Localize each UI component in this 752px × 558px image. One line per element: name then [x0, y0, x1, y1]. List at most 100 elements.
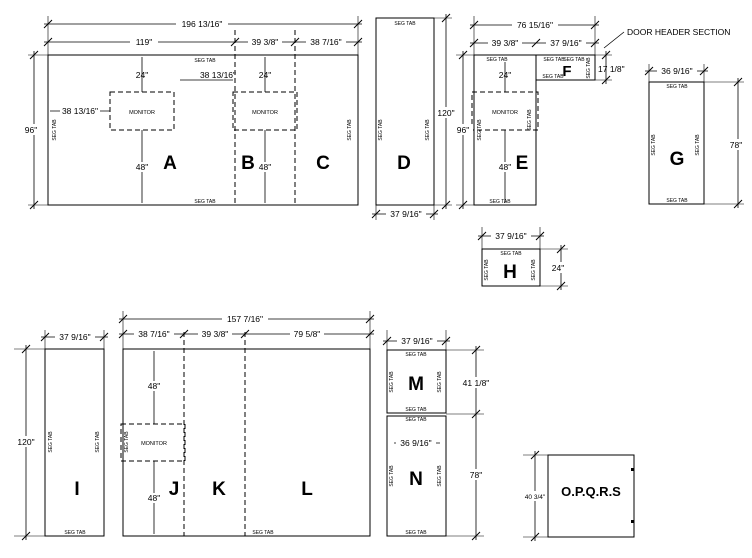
- panel-group-d: SEG TAB SEG TAB SEG TAB D 120" 37 9/16": [371, 13, 456, 220]
- seg-tab-f-top-right: SEG TAB: [563, 57, 585, 63]
- dim-bg: [256, 162, 274, 172]
- seg-tab-n-bottom: SEG TAB: [405, 530, 427, 536]
- panel-jkl-outline: [122, 348, 371, 537]
- tick: [458, 50, 468, 60]
- dim-l-width: 79 5/8": [294, 329, 321, 339]
- tick: [471, 409, 481, 419]
- dim-bg: [290, 329, 324, 339]
- seg-tab-m-top: SEG TAB: [405, 352, 427, 358]
- panel-label-f: F: [562, 63, 571, 80]
- panel-label-d: D: [397, 153, 411, 174]
- dim-bg: [436, 107, 456, 118]
- tick: [290, 37, 300, 47]
- panel-label-j: J: [169, 479, 180, 500]
- seg-tab-d-top: SEG TAB: [394, 21, 416, 27]
- dim-bg: [496, 162, 514, 172]
- dim-opqrs-height: 40 3/4": [525, 494, 546, 501]
- panel-label-opqrs: O.P.Q.R.S: [561, 484, 621, 499]
- seg-tab-abc-right: SEG TAB: [347, 119, 353, 141]
- dim-bg: [306, 37, 346, 47]
- tick: [590, 38, 600, 48]
- dim-bg: [456, 377, 496, 388]
- dim-n-height: 78": [470, 470, 482, 480]
- seg-tab-e-bottom: SEG TAB: [489, 199, 511, 205]
- dim-bg: [60, 105, 100, 115]
- panel-label-n: N: [409, 469, 423, 490]
- seg-tab-g-top: SEG TAB: [666, 84, 688, 90]
- panel-g: [648, 81, 705, 205]
- tick: [477, 231, 487, 241]
- panel-m: [386, 349, 447, 414]
- dim-bg: [248, 37, 282, 47]
- tick: [29, 50, 39, 60]
- dim-bg: [134, 329, 174, 339]
- tick: [43, 19, 53, 29]
- dim-mon-a-left: 38 13/16": [62, 106, 98, 116]
- dim-bg: [22, 124, 40, 135]
- tick: [530, 532, 540, 542]
- tick: [29, 200, 39, 210]
- tick: [601, 75, 611, 85]
- tick: [699, 66, 709, 76]
- seg-tab-h-left: SEG TAB: [484, 259, 490, 281]
- seg-tab-n-left: SEG TAB: [389, 465, 395, 487]
- dim-bg: [14, 436, 38, 447]
- tick: [601, 50, 611, 60]
- panel-f: [535, 54, 596, 81]
- tick: [179, 329, 189, 339]
- seg-tab-g-bottom: SEG TAB: [666, 198, 688, 204]
- dim-c-width: 38 7/16": [310, 37, 341, 47]
- dim-bg: [464, 469, 488, 480]
- seg-tab-i-left: SEG TAB: [48, 431, 54, 453]
- dim-bg: [546, 38, 586, 48]
- tick: [365, 329, 375, 339]
- dim-bg: [386, 209, 426, 219]
- dim-k-width: 39 3/8": [202, 329, 229, 339]
- panel-group-ef: SEG TAB SEG TAB SEG TAB SEG TAB SEG TAB …: [453, 16, 730, 210]
- seg-tab-g-right: SEG TAB: [695, 134, 701, 156]
- dim-bg: [396, 437, 436, 447]
- tick: [733, 77, 743, 87]
- panel-label-a: A: [163, 153, 177, 174]
- tick: [118, 314, 128, 324]
- seg-tab-e-right: SEG TAB: [527, 109, 533, 131]
- tick: [535, 231, 545, 241]
- monitor-j: [120, 423, 186, 462]
- dim-bg: [548, 262, 568, 273]
- tick: [556, 244, 566, 254]
- door-header-callout: DOOR HEADER SECTION: [627, 27, 730, 37]
- tick: [99, 332, 109, 342]
- dim-g-width: 36 9/16": [661, 66, 692, 76]
- tick: [371, 209, 381, 219]
- dim-bg: [491, 231, 531, 241]
- dim-m-height: 41 1/8": [463, 378, 490, 388]
- panel-group-i: SEG TAB SEG TAB SEG TAB I 37 9/16" 120": [14, 330, 109, 541]
- dim-bg: [397, 336, 437, 346]
- seg-tab-e-top: SEG TAB: [486, 57, 508, 63]
- seg-tab-n-right: SEG TAB: [437, 465, 443, 487]
- seg-tab-i-right: SEG TAB: [95, 431, 101, 453]
- dim-mon-b-top: 24": [259, 70, 271, 80]
- tick: [21, 531, 31, 541]
- panel-opqrs: [547, 454, 635, 538]
- panel-group-mn: SEG TAB SEG TAB SEG TAB SEG TAB M SEG TA…: [382, 330, 496, 541]
- dim-d-height: 120": [437, 108, 454, 118]
- dim-abc-height: 96": [25, 125, 37, 135]
- seg-tab-i-bottom: SEG TAB: [64, 530, 86, 536]
- seg-tab-g-left: SEG TAB: [651, 134, 657, 156]
- dim-f-width: 37 9/16": [550, 38, 581, 48]
- seg-tab-f-right: SEG TAB: [586, 57, 592, 79]
- panel-group-h: SEG TAB SEG TAB SEG TAB H 37 9/16" 24": [477, 227, 568, 291]
- dim-g-height: 78": [730, 140, 742, 150]
- dim-bg: [512, 19, 558, 30]
- dim-mon-b-bottom: 48": [259, 162, 271, 172]
- tick: [40, 332, 50, 342]
- tick: [353, 19, 363, 29]
- dim-bg: [145, 381, 163, 391]
- dim-bg: [453, 124, 473, 135]
- tick: [531, 38, 541, 48]
- dim-i-height: 120": [17, 437, 34, 447]
- panel-group-abc: SEG TAB SEG TAB SEG TAB SEG TAB MONITOR …: [22, 16, 363, 210]
- tick: [530, 450, 540, 460]
